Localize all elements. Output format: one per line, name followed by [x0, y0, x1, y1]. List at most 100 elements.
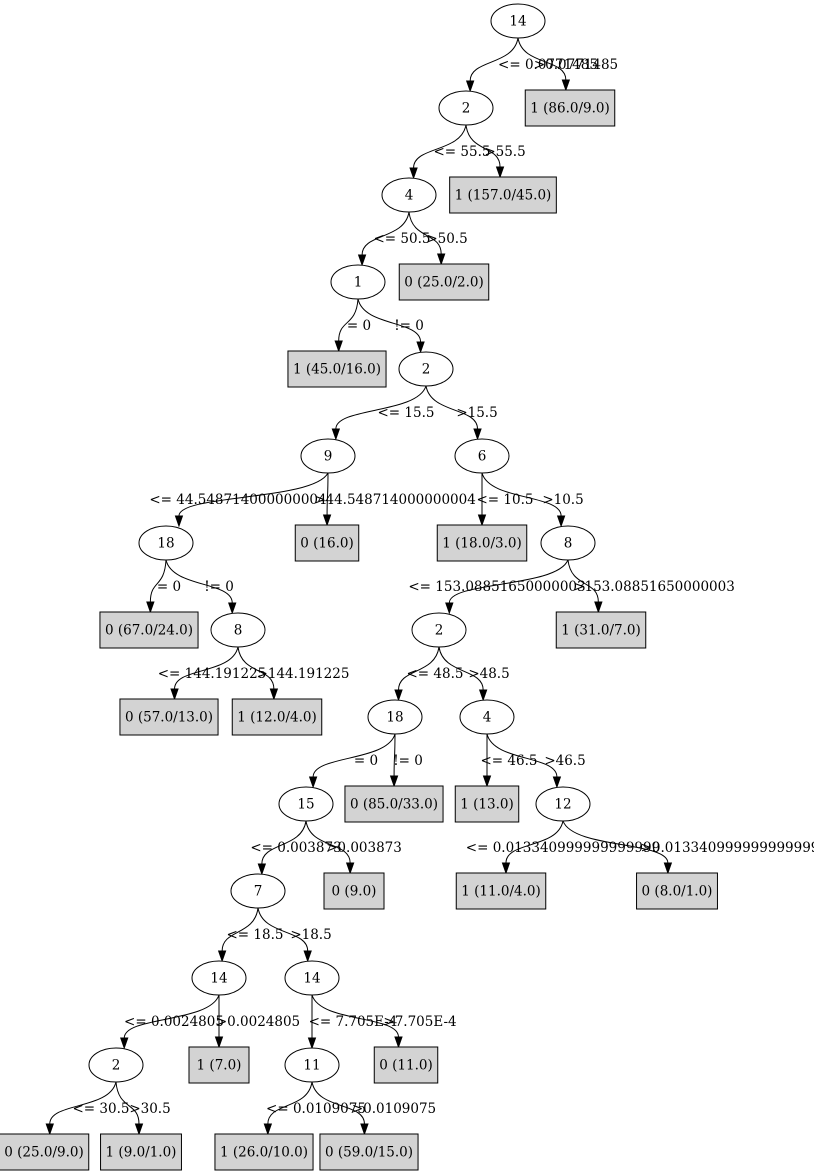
arrow-head — [120, 1037, 129, 1050]
edge-line — [261, 820, 307, 865]
edge-condition-label: >0.0771485 — [534, 57, 618, 73]
split-node-ellipse — [278, 786, 334, 822]
split-attribute-label: 2 — [112, 1058, 121, 1074]
arrow-head — [146, 601, 155, 614]
leaf-node: 1 (9.0/1.0) — [100, 1133, 182, 1171]
edge-condition-label: = 0 — [157, 579, 181, 595]
edge-condition-label: <= 30.5 — [73, 1101, 130, 1117]
arrow-head — [357, 254, 367, 267]
split-node-ellipse — [381, 177, 437, 213]
edge-condition-label: = 0 — [347, 318, 371, 334]
arrow-head — [445, 602, 454, 615]
leaf-label: 0 (85.0/33.0) — [350, 797, 438, 813]
edge-condition-label: >153.08851650000003 — [573, 579, 735, 595]
edge-condition-label: <= 0.0109075 — [266, 1101, 366, 1117]
split-attribute-label: 2 — [462, 101, 471, 117]
leaf-label: 1 (45.0/16.0) — [293, 362, 381, 378]
edge-line — [123, 994, 220, 1039]
edge-line — [326, 472, 329, 516]
leaf-label: 0 (11.0) — [379, 1058, 432, 1074]
leaf-label: 1 (18.0/3.0) — [442, 536, 522, 552]
split-node-ellipse — [330, 264, 386, 300]
leaf-box — [636, 872, 718, 910]
arrow-head — [477, 514, 487, 527]
edge-condition-label: >18.5 — [290, 927, 331, 943]
arrow-head — [214, 1036, 224, 1049]
split-node: 1 — [330, 264, 386, 300]
arrow-head — [45, 1123, 54, 1136]
leaf-node: 0 (9.0) — [323, 872, 385, 910]
split-attribute-label: 14 — [210, 971, 227, 987]
leaf-label: 1 (157.0/45.0) — [455, 188, 552, 204]
leaf-node: 0 (25.0/2.0) — [398, 263, 490, 301]
edge-condition-label: >144.191225 — [257, 666, 350, 682]
edge-condition-label: <= 0.003873 — [250, 840, 341, 856]
edge-line — [221, 907, 259, 952]
arrow-head — [360, 1123, 369, 1136]
arrow-head — [257, 863, 267, 876]
arrow-head — [263, 1123, 273, 1136]
arrow-head — [174, 515, 184, 528]
split-attribute-label: 14 — [509, 14, 526, 30]
split-node: 14 — [490, 3, 546, 39]
leaf-box — [99, 611, 199, 649]
leaf-box — [524, 89, 616, 127]
arrow-head — [308, 776, 318, 789]
edge-line — [481, 472, 562, 517]
arrow-head — [482, 775, 492, 788]
split-attribute-label: 1 — [354, 275, 363, 291]
leaf-node: 1 (26.0/10.0) — [214, 1133, 314, 1171]
leaf-node: 1 (7.0) — [188, 1046, 250, 1084]
arrow-head — [307, 1037, 317, 1050]
edges-layer — [45, 37, 673, 1136]
edge-line — [393, 733, 396, 777]
leaf-node: 0 (85.0/33.0) — [344, 785, 444, 823]
edge-line — [49, 1081, 117, 1125]
arrow-head — [269, 688, 279, 701]
split-attribute-label: 15 — [297, 797, 314, 813]
split-node: 15 — [278, 786, 334, 822]
edge-line — [425, 385, 479, 430]
edge-condition-label: <= 48.5 — [407, 666, 464, 682]
arrow-head — [465, 80, 475, 93]
arrow-head — [552, 776, 562, 789]
leaf-node: 0 (25.0/9.0) — [0, 1133, 90, 1171]
edge-labels-layer: <= 0.0771485>0.0771485<= 55.5>55.5<= 50.… — [73, 57, 814, 1117]
leaf-label: 0 (25.0/9.0) — [4, 1145, 84, 1161]
arrow-head — [345, 862, 355, 875]
edge-line — [267, 1081, 313, 1125]
split-node-ellipse — [284, 1047, 340, 1083]
edge-condition-label: <= 0.0024805 — [124, 1014, 224, 1030]
split-node: 9 — [300, 438, 356, 474]
leaf-box — [449, 176, 557, 214]
edge-condition-label: <= 153.08851650000003 — [408, 579, 585, 595]
edge-line — [357, 298, 422, 343]
leaf-label: 0 (9.0) — [332, 884, 377, 900]
split-node: 2 — [398, 351, 454, 387]
split-node-ellipse — [138, 525, 194, 561]
split-node: 12 — [535, 786, 591, 822]
edge-condition-label: <= 44.548714000000004 — [149, 492, 326, 508]
leaf-box — [0, 1133, 90, 1171]
edge-line — [335, 385, 427, 430]
split-attribute-label: 2 — [422, 362, 431, 378]
arrow-head — [134, 1123, 144, 1136]
edge-condition-label: != 0 — [394, 318, 424, 334]
leaf-box — [100, 1133, 182, 1171]
split-attribute-label: 12 — [554, 797, 571, 813]
leaf-node: 1 (31.0/7.0) — [555, 611, 647, 649]
edge-line — [305, 820, 351, 864]
leaf-label: 0 (57.0/13.0) — [125, 710, 213, 726]
arrow-head — [416, 341, 425, 354]
leaf-node: 1 (86.0/9.0) — [524, 89, 616, 127]
leaf-label: 0 (59.0/15.0) — [325, 1145, 413, 1161]
split-attribute-label: 7 — [254, 884, 263, 900]
split-attribute-label: 8 — [234, 623, 243, 639]
edge-line — [149, 559, 167, 603]
leaf-box — [188, 1046, 250, 1084]
leaf-label: 1 (31.0/7.0) — [561, 623, 641, 639]
edge-line — [311, 1081, 365, 1125]
edge-condition-label: <= 0.0771485 — [498, 57, 598, 73]
edge-condition-label: <= 55.5 — [434, 144, 491, 160]
arrow-head — [478, 689, 488, 702]
